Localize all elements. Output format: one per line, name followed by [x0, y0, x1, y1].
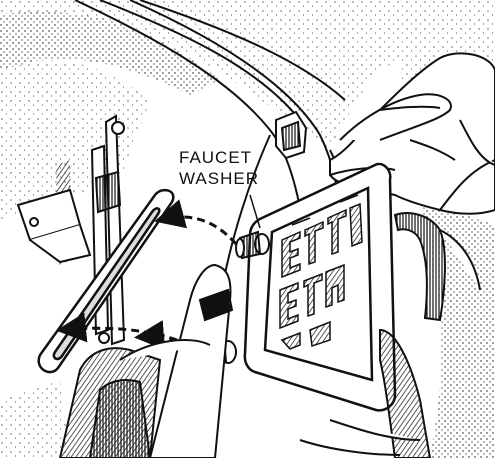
bolt-upper	[235, 230, 270, 260]
license-plate	[243, 162, 397, 412]
callout-leader-line	[249, 194, 261, 229]
callout-line-2: WASHER	[179, 169, 259, 188]
callout-line-1: FAUCET	[179, 148, 253, 167]
bumper	[0, 263, 234, 458]
bumper-clip	[275, 110, 308, 160]
bumper-guard	[299, 212, 481, 458]
faucet-washer-callout: FAUCET WASHER	[179, 147, 289, 189]
